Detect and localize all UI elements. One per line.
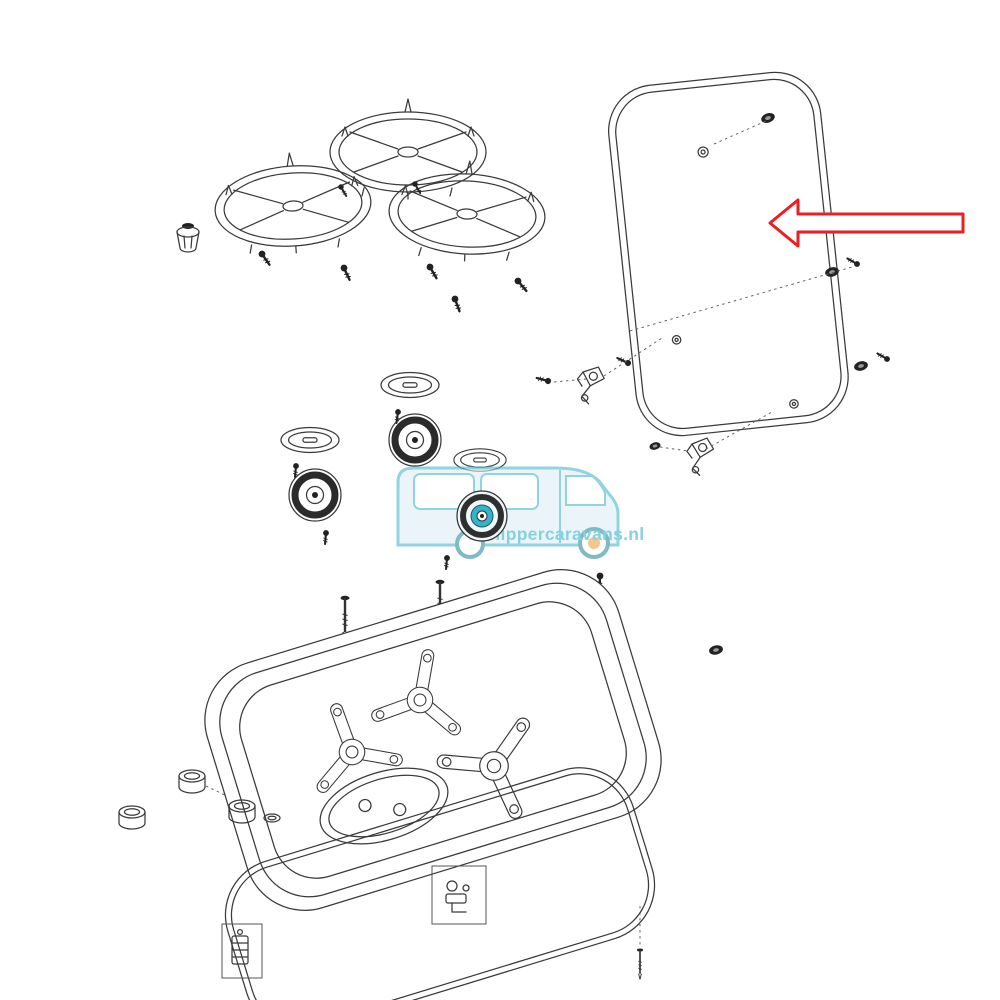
glass-lid: [608, 71, 849, 437]
mounting-screw: [338, 262, 354, 283]
pan-support-grate-3: [386, 156, 549, 266]
burner-crown-highlighted: [456, 490, 508, 542]
highlight-arrow: [768, 198, 965, 248]
lid-hole: [671, 146, 799, 409]
igniter-box: [221, 923, 263, 979]
seal-gasket: [224, 767, 656, 1000]
control-knob: [118, 805, 146, 830]
mounting-screw: [336, 182, 350, 199]
mounting-stud: [636, 947, 644, 981]
mounting-screw: [512, 275, 531, 295]
watermark: Schippercaravans.nl: [396, 466, 645, 559]
wheel-hub: [588, 537, 600, 549]
mounting-screw: [874, 349, 892, 364]
burner-cap: [380, 371, 440, 399]
watermark-caravan-graphic: [396, 466, 620, 559]
pan-support-grate-1: [329, 98, 487, 200]
lid-hinge-left: [572, 362, 607, 407]
mounting-screw: [449, 293, 464, 314]
knob-ring: [263, 813, 281, 823]
mounting-screw: [424, 261, 441, 282]
watermark-text: Schippercaravans.nl: [468, 524, 645, 544]
rubber-grommet: [648, 440, 662, 452]
rubber-grommet: [853, 359, 869, 373]
mounting-screw: [534, 373, 553, 386]
burner-crown: [288, 468, 342, 522]
burner-crown: [388, 413, 442, 467]
leader-lines: [553, 120, 853, 452]
pan-support-grate-2: [210, 147, 375, 259]
rubber-foot: [176, 223, 200, 253]
mounting-screw: [442, 553, 452, 571]
gas-valve-box: [431, 865, 487, 925]
drip-tray-recess: [319, 767, 449, 845]
mounting-screw: [321, 528, 331, 546]
rubber-grommet: [708, 644, 724, 656]
lid-hinge-right: [683, 434, 716, 478]
mounting-screw: [256, 248, 274, 268]
mounting-screw: [615, 354, 634, 369]
mounting-screw: [844, 254, 862, 269]
control-knob: [178, 769, 206, 794]
hob-tray: [204, 569, 662, 911]
burner-cap: [280, 426, 340, 454]
